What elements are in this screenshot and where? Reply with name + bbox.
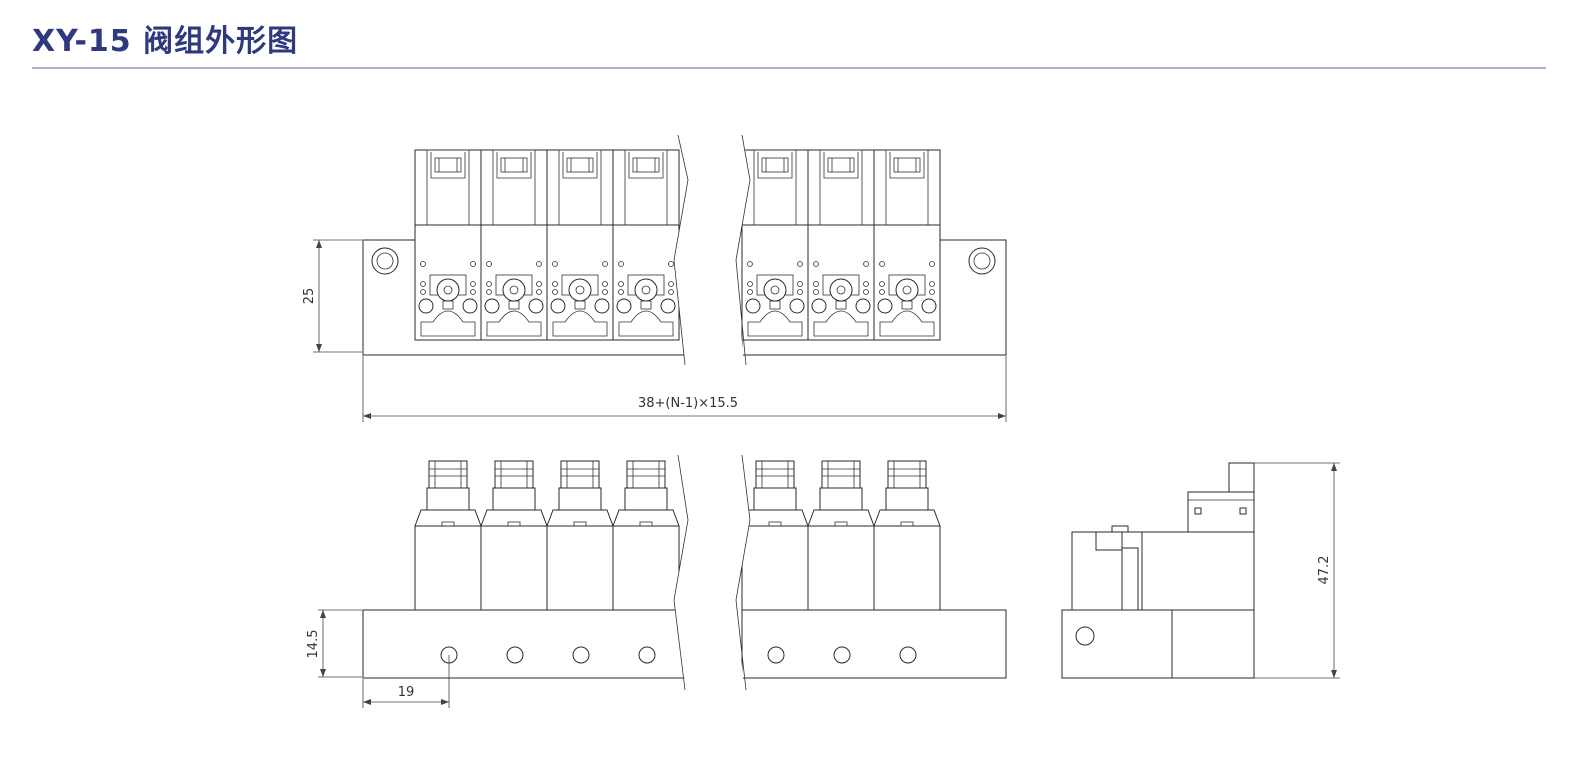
top-valve-module [741, 149, 809, 341]
top-valve-module [612, 149, 680, 341]
front-valve-module [480, 460, 548, 664]
mount-hole-left [371, 247, 399, 275]
dim-length-label: 38+(N-1)×15.5 [638, 396, 738, 411]
top-valve-module [873, 149, 941, 341]
mount-hole-right-inner [973, 252, 991, 270]
dim-height-front-label: 14.5 [306, 630, 321, 659]
break-line-front-right [735, 454, 751, 691]
dim-height-side-label: 47.2 [1317, 556, 1332, 585]
front-base-right [741, 609, 1007, 679]
page-title: XY-15 阀组外形图 [32, 24, 299, 59]
top-view [362, 130, 1007, 370]
front-base-left [362, 609, 687, 679]
mount-hole-left-inner [376, 252, 394, 270]
title-rule [32, 67, 1546, 69]
front-view [362, 450, 1007, 691]
top-valve-module [480, 149, 548, 341]
break-line-front-left [673, 454, 689, 691]
front-valve-module [414, 460, 482, 664]
front-valve-module [546, 460, 614, 664]
dim-height-top: 25 [302, 239, 362, 353]
front-valve-module [741, 460, 809, 664]
break-mask-front [674, 450, 750, 690]
top-valve-module [807, 149, 875, 341]
side-view [1061, 462, 1255, 679]
dim-first-pitch: 19 [362, 655, 450, 708]
dim-height-front: 14.5 [306, 609, 362, 678]
dim-length: 38+(N-1)×15.5 [362, 356, 1007, 422]
top-valve-module [546, 149, 614, 341]
front-valve-module [873, 460, 941, 664]
break-line-top-left [673, 134, 689, 366]
dim-first-pitch-label: 19 [398, 685, 415, 700]
dim-height-side: 47.2 [1254, 462, 1340, 679]
front-valve-module [612, 460, 680, 664]
top-valve-module [414, 149, 482, 341]
dim-height-top-label: 25 [302, 288, 317, 305]
mount-hole-right [968, 247, 996, 275]
front-valve-module [807, 460, 875, 664]
break-line-top-right [735, 134, 751, 366]
break-mask-top [674, 130, 750, 370]
